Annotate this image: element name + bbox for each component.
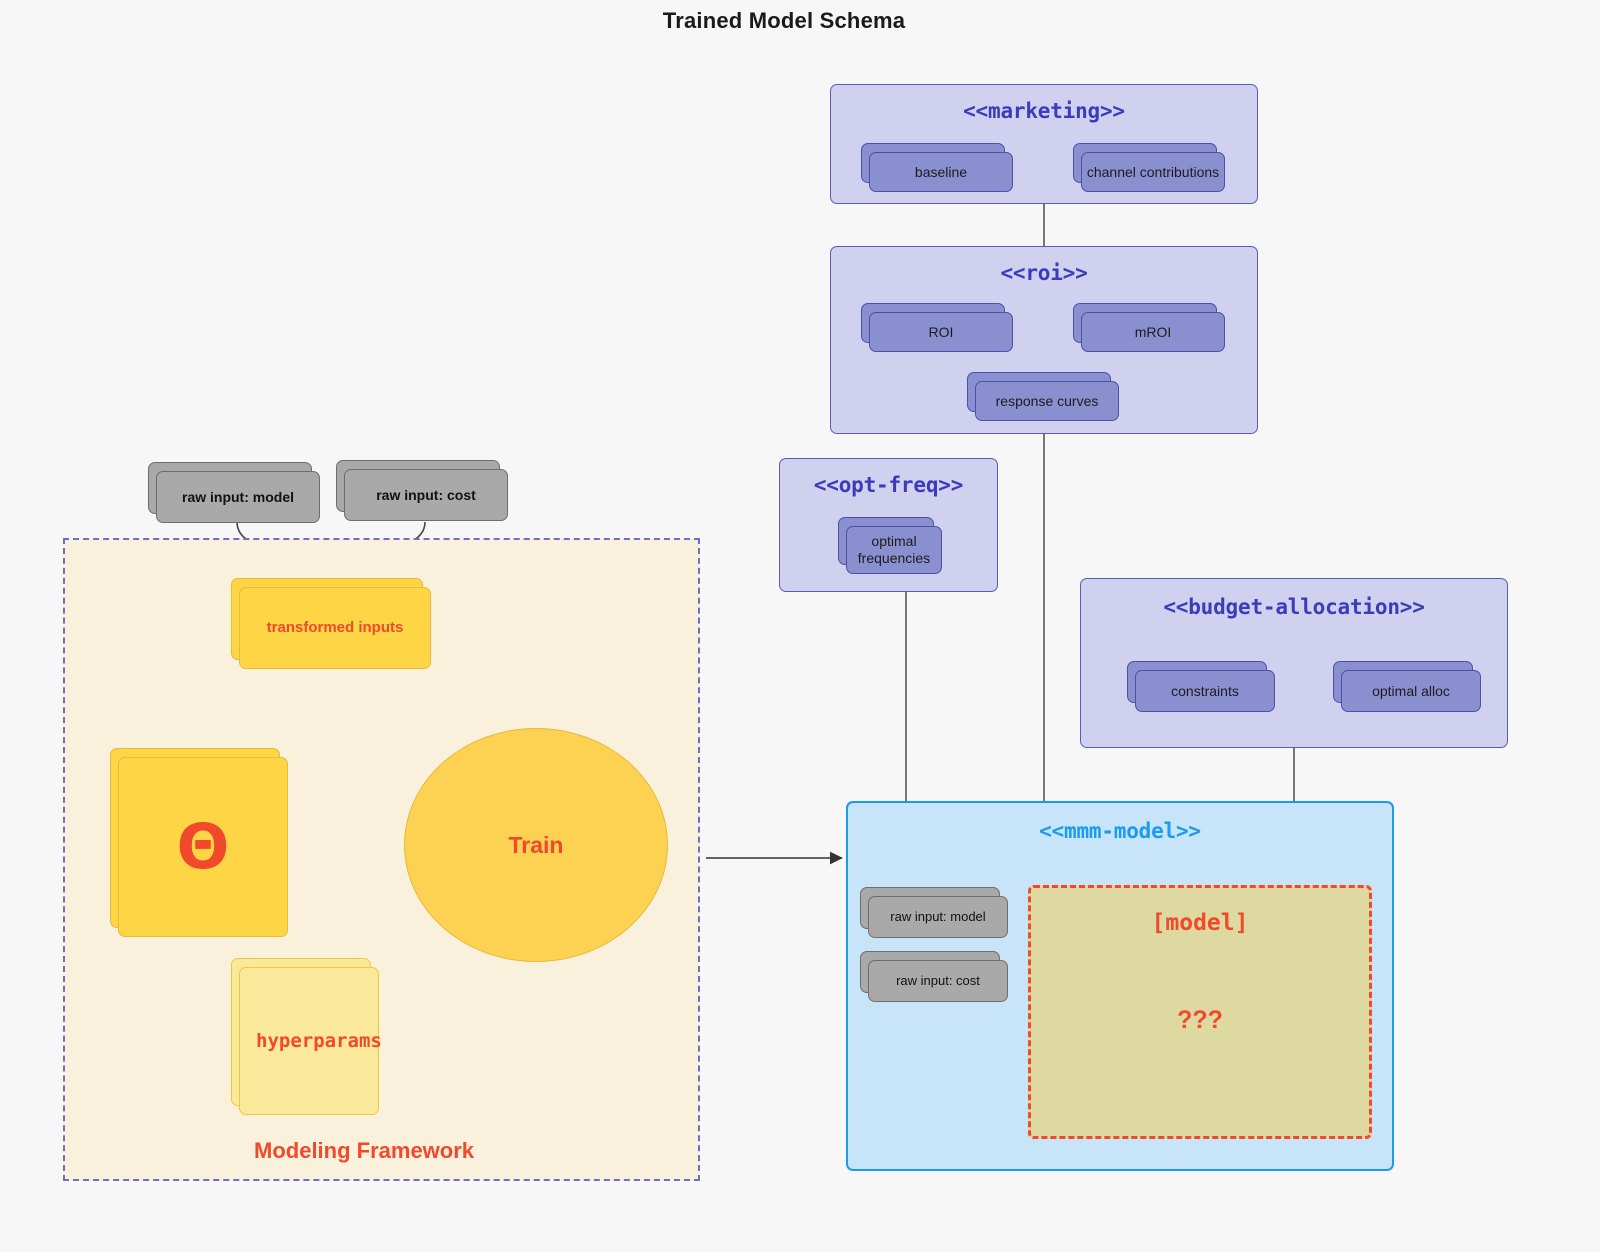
train-node-label: Train <box>508 831 564 858</box>
card-roi-label: ROI <box>869 312 1013 352</box>
card-constraints[interactable]: constraints <box>1127 661 1275 712</box>
card-optimal-frequencies[interactable]: optimal frequencies <box>838 517 942 574</box>
card-hyperparams[interactable]: hyperparams <box>231 958 382 1115</box>
card-optimal-frequencies-line2: frequencies <box>857 550 931 566</box>
card-mmm-raw-input-model[interactable]: raw input: model <box>860 887 1008 938</box>
model-placeholder-title: [model] <box>1151 910 1249 936</box>
card-raw-input-cost-label: raw input: cost <box>344 469 508 521</box>
package-mmm-model[interactable]: <<mmm-model>> raw input: model raw input… <box>846 801 1394 1171</box>
card-transformed-inputs-label: transformed inputs <box>239 587 431 669</box>
card-optimal-alloc[interactable]: optimal alloc <box>1333 661 1481 712</box>
card-theta-label: Θ <box>118 757 288 937</box>
package-opt-freq[interactable]: <<opt-freq>> optimal frequencies <box>779 458 998 592</box>
card-hyperparams-label: hyperparams <box>239 967 382 1115</box>
card-raw-input-model-label: raw input: model <box>156 471 320 523</box>
package-roi-title: <<roi>> <box>1000 261 1088 285</box>
card-constraints-label: constraints <box>1135 670 1275 712</box>
card-mmm-raw-input-model-label: raw input: model <box>868 896 1008 938</box>
card-response-curves[interactable]: response curves <box>967 372 1119 421</box>
card-transformed-inputs[interactable]: transformed inputs <box>231 578 431 669</box>
model-placeholder-box[interactable]: [model] ??? <box>1028 885 1372 1139</box>
card-theta[interactable]: Θ <box>110 748 288 937</box>
card-raw-input-cost[interactable]: raw input: cost <box>336 460 508 521</box>
package-roi[interactable]: <<roi>> ROI mROI response curves <box>830 246 1258 434</box>
package-marketing[interactable]: <<marketing>> baseline channel contribut… <box>830 84 1258 204</box>
card-mroi-label: mROI <box>1081 312 1225 352</box>
train-node[interactable]: Train <box>404 728 668 962</box>
package-budget-allocation-title: <<budget-allocation>> <box>1163 595 1425 619</box>
card-baseline[interactable]: baseline <box>861 143 1013 192</box>
package-mmm-model-title: <<mmm-model>> <box>1039 819 1201 843</box>
card-mroi[interactable]: mROI <box>1073 303 1225 352</box>
card-raw-input-model[interactable]: raw input: model <box>148 462 320 523</box>
package-marketing-title: <<marketing>> <box>963 99 1125 123</box>
page-title: Trained Model Schema <box>662 8 906 33</box>
card-channel-contributions[interactable]: channel contributions <box>1073 143 1225 192</box>
card-channel-contributions-label: channel contributions <box>1081 152 1225 192</box>
card-optimal-frequencies-label: optimal frequencies <box>846 526 942 574</box>
card-roi[interactable]: ROI <box>861 303 1013 352</box>
card-mmm-raw-input-cost-label: raw input: cost <box>868 960 1008 1002</box>
card-response-curves-label: response curves <box>975 381 1119 421</box>
card-optimal-frequencies-line1: optimal <box>871 533 917 550</box>
package-budget-allocation[interactable]: <<budget-allocation>> constraints optima… <box>1080 578 1508 748</box>
card-baseline-label: baseline <box>869 152 1013 192</box>
package-opt-freq-title: <<opt-freq>> <box>813 473 964 497</box>
card-optimal-alloc-label: optimal alloc <box>1341 670 1481 712</box>
model-placeholder-question: ??? <box>1177 1006 1223 1034</box>
modeling-framework-label: Modeling Framework <box>254 1138 475 1163</box>
card-mmm-raw-input-cost[interactable]: raw input: cost <box>860 951 1008 1002</box>
